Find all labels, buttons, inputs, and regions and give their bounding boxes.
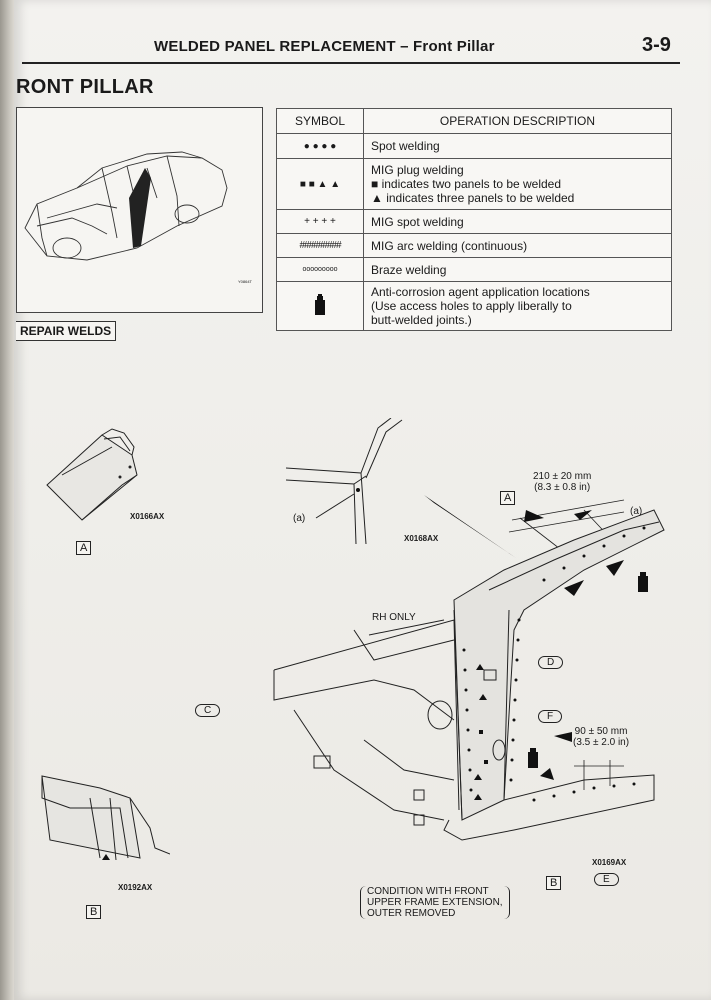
inset-a-callout: (a) <box>293 513 306 524</box>
detail-b-drawing <box>41 775 170 861</box>
hand-pointer-c: C <box>195 704 221 717</box>
book-spine <box>0 0 16 1000</box>
table-row: ● ● ● ● Spot welding <box>276 133 672 159</box>
symbol-column-header: SYMBOL <box>276 108 364 134</box>
main-label-a: A <box>500 491 516 505</box>
table-row: ooooooooo Braze welding <box>276 257 672 282</box>
rh-only-label: RH ONLY <box>372 612 416 623</box>
detail-a-code: X0166AX <box>130 512 165 521</box>
pointer-wedge <box>424 495 516 558</box>
front-pillar-drawing <box>273 495 665 841</box>
table-row: ######### MIG arc welding (continuous) <box>276 233 672 258</box>
hand-pointer-e: E <box>594 873 619 886</box>
manual-page: WELDED PANEL REPLACEMENT – Front Pillar … <box>14 0 711 1000</box>
weld-symbol-table: SYMBOL OPERATION DESCRIPTION ● ● ● ● Spo… <box>276 108 672 331</box>
repair-welds-label: REPAIR WELDS <box>16 321 117 341</box>
table-row: ■ ■ ▲ ▲ MIG plug welding ■ indicates two… <box>276 158 672 210</box>
operation-column-header: OPERATION DESCRIPTION <box>363 108 672 134</box>
detail-a-drawing <box>46 428 138 521</box>
table-row: Anti-corrosion agent application locatio… <box>276 281 672 331</box>
header-rule <box>22 62 680 64</box>
page-number: 3-9 <box>642 34 671 56</box>
header-title: WELDED PANEL REPLACEMENT – Front Pillar <box>154 38 495 55</box>
braze-symbol: ooooooooo <box>276 257 364 282</box>
car-overview-figure: Y0864T <box>16 107 263 313</box>
main-figure-code: X0169AX <box>592 858 627 867</box>
detail-a-label: A <box>76 541 92 555</box>
main-label-b: B <box>546 876 562 890</box>
spot-weld-symbol: ● ● ● ● <box>276 133 364 159</box>
hand-pointer-f: F <box>538 710 563 723</box>
dim-mid: 90 ± 50 mm (3.5 ± 2.0 in) <box>573 726 630 748</box>
car-figure-code: Y0864T <box>237 279 252 284</box>
hand-pointer-d: D <box>538 656 564 669</box>
section-title: RONT PILLAR <box>16 76 154 98</box>
inset-a-drawing <box>286 418 403 545</box>
mig-spot-symbol: + + + + <box>276 209 364 234</box>
mig-plug-symbol: ■ ■ ▲ ▲ <box>276 158 364 210</box>
anti-corrosion-can-icon <box>276 281 364 331</box>
car-body-drawing <box>24 151 228 261</box>
inset-a-code: X0168AX <box>404 534 439 543</box>
detail-b-code: X0192AX <box>118 883 153 892</box>
mig-arc-symbol: ######### <box>276 233 364 258</box>
condition-note: CONDITION WITH FRONT UPPER FRAME EXTENSI… <box>360 886 510 919</box>
table-row: + + + + MIG spot welding <box>276 209 672 234</box>
dim-top: 210 ± 20 mm (8.3 ± 0.8 in) <box>533 471 592 493</box>
dim-top-callout: (a) <box>630 506 643 517</box>
detail-b-label: B <box>86 905 102 919</box>
